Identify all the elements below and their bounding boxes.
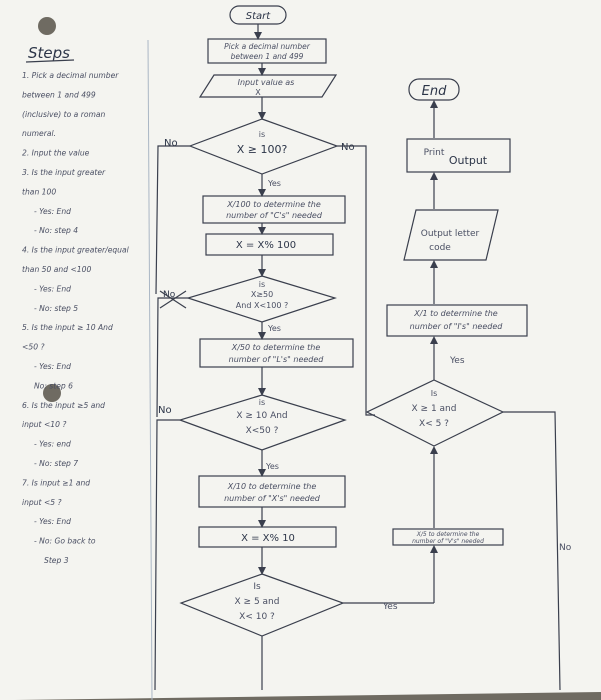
steps-line: - Yes: End	[34, 207, 71, 216]
hundreds-line-2: number of "C's" needed	[226, 211, 323, 220]
fifties-line-2: number of "L's" needed	[229, 355, 325, 364]
steps-line: than 50 and <100	[22, 265, 91, 274]
steps-line: - No: step 5	[34, 304, 78, 313]
ones-process-box: X/1 to determine the number of "I's" nee…	[386, 304, 528, 337]
mod-10-box: X = X% 10	[198, 526, 337, 548]
steps-line: - Yes: End	[34, 517, 71, 526]
decision-2-no: No	[163, 290, 176, 300]
decision-2-line-1: is	[259, 280, 265, 289]
margin-line	[147, 39, 153, 700]
output-letter-line-1: Output letter	[421, 229, 480, 239]
steps-title-underline	[25, 59, 75, 63]
steps-title: Steps	[28, 44, 70, 62]
output-letter-parallelogram: Output letter code	[403, 209, 499, 261]
decision-4-line-3: X< 10 ?	[239, 612, 275, 622]
loop-line-decision-3	[154, 419, 180, 691]
steps-line: - No: step 7	[34, 459, 78, 468]
decision-1-yes: Yes	[267, 179, 281, 188]
hundreds-process-box: X/100 to determine the number of "C's" n…	[202, 195, 346, 224]
decision-1-no-left: No	[164, 138, 178, 149]
fifties-process-box: X/50 to determine the number of "L's" ne…	[199, 338, 354, 368]
output-letter-line-2: code	[429, 243, 451, 253]
mod-100-label: X = X% 100	[236, 240, 296, 251]
pick-line-2: between 1 and 499	[231, 52, 304, 61]
tens-line-1: X/10 to determine the	[227, 482, 317, 491]
tens-process-box: X/10 to determine the number of "X's" ne…	[198, 475, 346, 508]
decision-2-yes: Yes	[267, 324, 281, 333]
decision-1-no-right: No	[341, 142, 355, 153]
pick-number-box: Pick a decimal number between 1 and 499	[207, 38, 327, 64]
steps-line: - Yes: End	[34, 284, 71, 293]
input-line-2: X	[255, 88, 261, 97]
steps-line: 7. Is input ≥1 and	[22, 478, 90, 487]
ones-line-1: X/1 to determine the	[413, 309, 497, 318]
steps-line: No: step 6	[34, 381, 73, 390]
steps-line: than 100	[22, 187, 56, 196]
binder-hole	[38, 17, 56, 35]
steps-line: 3. Is the input greater	[22, 168, 106, 177]
steps-line: 2. Input the value	[22, 149, 90, 158]
steps-line: 1. Pick a decimal number	[22, 71, 119, 80]
decision-5-no: No	[559, 543, 572, 553]
fifties-line-1: X/50 to determine the	[231, 343, 321, 352]
decision-3-line-2: X ≥ 10 And	[236, 411, 287, 421]
decision-1-no-line	[337, 145, 375, 416]
steps-line: - Yes: End	[34, 362, 71, 371]
decision-5-line-2: X ≥ 1 and	[412, 404, 457, 414]
decision-4-line-2: X ≥ 5 and	[235, 597, 280, 607]
steps-line: - No: step 4	[34, 226, 78, 235]
print-output-box: Print Output	[406, 138, 511, 173]
steps-line: Step 3	[44, 556, 69, 565]
start-label: Start	[246, 11, 272, 22]
print-label-2: Output	[449, 154, 488, 167]
steps-line: (inclusive) to a roman	[22, 110, 106, 119]
decision-4-line-1: Is	[253, 582, 261, 592]
decision-5-line-1: Is	[431, 389, 438, 398]
decision-5-no-line	[503, 411, 561, 691]
pick-line-1: Pick a decimal number	[224, 42, 311, 51]
hundreds-line-1: X/100 to determine the	[226, 200, 321, 209]
loop-line-decision-1	[155, 145, 190, 295]
input-parallelogram: Input value as X	[198, 74, 338, 98]
binder-hole	[43, 384, 61, 402]
decision-2-line-3: And X<100 ?	[236, 301, 288, 310]
decision-2-line-2: X≥50	[251, 290, 273, 299]
steps-column: Steps 1. Pick a decimal number between 1 …	[22, 44, 130, 565]
steps-line: 4. Is the input greater/equal	[22, 246, 130, 255]
decision-3-yes: Yes	[265, 462, 279, 471]
steps-line: between 1 and 499	[22, 90, 96, 99]
decision-3-no: No	[158, 405, 172, 416]
steps-line: <50 ?	[22, 343, 44, 352]
fives-process-box: X/5 to determine the number of "V's" nee…	[392, 528, 504, 546]
tens-line-2: number of "X's" needed	[224, 494, 321, 503]
decision-1-line-2: X ≥ 100?	[237, 143, 288, 156]
decision-4-yes: Yes	[382, 602, 398, 612]
steps-line: input <10 ?	[22, 420, 66, 429]
decision-1-line-1: is	[259, 130, 265, 139]
steps-line: 5. Is the input ≥ 10 And	[22, 323, 113, 332]
decision-5-line-3: X< 5 ?	[419, 419, 449, 429]
steps-line: - No: Go back to	[34, 537, 96, 546]
mod-10-label: X = X% 10	[241, 533, 295, 544]
steps-line: 6. Is the input ≥5 and	[22, 401, 105, 410]
end-label: End	[422, 84, 447, 99]
decision-3-line-1: is	[259, 398, 265, 407]
mod-100-box: X = X% 100	[205, 233, 334, 256]
decision-3-line-3: X<50 ?	[246, 426, 279, 436]
fives-line-1: X/5 to determine the	[416, 531, 480, 538]
fives-line-2: number of "V's" needed	[412, 538, 484, 545]
steps-line: numeral.	[22, 129, 56, 138]
steps-lines: 1. Pick a decimal number between 1 and 49…	[22, 71, 130, 565]
ones-line-2: number of "I's" needed	[410, 322, 504, 331]
input-line-1: Input value as	[238, 78, 295, 87]
decision-5-yes: Yes	[449, 356, 465, 366]
print-label-1: Print	[424, 148, 445, 158]
steps-line: - Yes: end	[34, 440, 71, 449]
loop-line-decision-2	[156, 297, 188, 418]
steps-line: input <5 ?	[22, 498, 62, 507]
